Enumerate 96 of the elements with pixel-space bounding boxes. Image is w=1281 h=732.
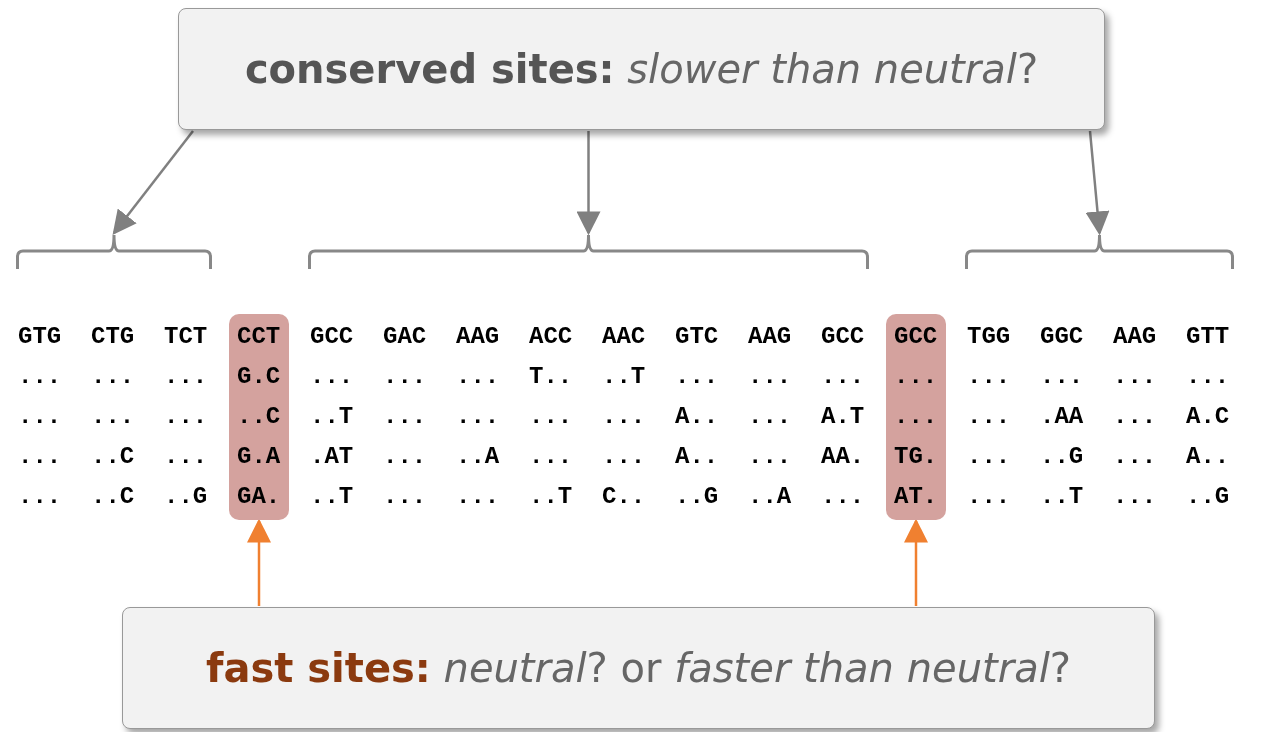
sequence-text: ... <box>602 443 646 471</box>
sequence-text: GTG <box>18 323 62 351</box>
sequence-text: AAG <box>456 323 500 351</box>
sequence-text: ... <box>456 483 500 511</box>
sequence-text: GTT <box>1186 323 1230 351</box>
arrow <box>1085 130 1110 236</box>
sequence-text: .AT <box>310 443 354 471</box>
sequence-text: ..C <box>91 443 135 471</box>
sequence-text: ... <box>602 403 646 431</box>
sequence-text: ... <box>967 483 1011 511</box>
sequence-text: A.. <box>1186 443 1230 471</box>
sequence-text: ... <box>675 363 719 391</box>
sequence-text: C.. <box>602 483 646 511</box>
sequence-text: ... <box>456 363 500 391</box>
sequence-text: ... <box>821 363 865 391</box>
sequence-text: ..A <box>456 443 500 471</box>
sequence-text: ... <box>1040 363 1084 391</box>
sequence-text: AA. <box>821 443 865 471</box>
sequence-text: ... <box>748 363 792 391</box>
sequence-text: AAG <box>1113 323 1157 351</box>
sequence-text: A.. <box>675 443 719 471</box>
sequence-text: CCT <box>237 323 281 351</box>
sequence-text: GGC <box>1040 323 1084 351</box>
sequence-text: A.. <box>675 403 719 431</box>
sequence-text: ... <box>1113 403 1157 431</box>
sequence-text: AAC <box>602 323 646 351</box>
arrow <box>112 130 194 235</box>
sequence-text: ... <box>18 483 62 511</box>
highlight-column <box>229 314 289 520</box>
sequence-text: ... <box>164 443 208 471</box>
sequence-text: ... <box>894 363 938 391</box>
sequence-text: ..T <box>310 483 354 511</box>
sequence-text: ... <box>383 443 427 471</box>
sequence-text: ... <box>383 363 427 391</box>
sequence-text: ... <box>91 363 135 391</box>
sequence-text: ..T <box>529 483 573 511</box>
sequence-text: ..T <box>1040 483 1084 511</box>
sequence-text: ... <box>164 403 208 431</box>
sequence-text: ..T <box>310 403 354 431</box>
arrow <box>904 518 928 606</box>
sequence-text: ... <box>164 363 208 391</box>
sequence-text: G.C <box>237 363 281 391</box>
sequence-text: ... <box>967 363 1011 391</box>
sequence-text: .AA <box>1040 403 1084 431</box>
arrow <box>247 518 271 606</box>
sequence-text: ... <box>529 443 573 471</box>
sequence-text: GAC <box>383 323 427 351</box>
sequence-text: ..G <box>675 483 719 511</box>
sequence-text: ..T <box>602 363 646 391</box>
sequence-text: ... <box>748 443 792 471</box>
sequence-text: AT. <box>894 483 938 511</box>
sequence-text: ... <box>91 403 135 431</box>
sequence-text: A.T <box>821 403 865 431</box>
sequence-text: ... <box>1113 363 1157 391</box>
sequence-text: ..G <box>164 483 208 511</box>
sequence-text: GCC <box>821 323 865 351</box>
sequence-text: ..C <box>237 403 281 431</box>
sequence-text: ... <box>456 403 500 431</box>
sequence-text: ... <box>748 403 792 431</box>
sequence-text: TGG <box>967 323 1011 351</box>
sequence-text: ... <box>383 483 427 511</box>
sequence-text: T.. <box>529 363 573 391</box>
sequence-text: GA. <box>237 483 281 511</box>
sequence-text: TCT <box>164 323 208 351</box>
sequence-text: A.C <box>1186 403 1230 431</box>
callout-text: conserved sites: slower than neutral? <box>244 46 1039 92</box>
sequence-text: AAG <box>748 323 792 351</box>
sequence-text: ... <box>1113 443 1157 471</box>
sequence-text: ..A <box>748 483 792 511</box>
sequence-text: ... <box>967 443 1011 471</box>
sequence-text: ... <box>310 363 354 391</box>
callout-box <box>122 607 1155 729</box>
sequence-text: ... <box>18 403 62 431</box>
sequence-text: ..C <box>91 483 135 511</box>
callout-box <box>178 8 1105 130</box>
sequence-text: G.A <box>237 443 281 471</box>
sequence-text: ... <box>383 403 427 431</box>
sequence-text: ... <box>18 363 62 391</box>
sequence-text: ..G <box>1186 483 1230 511</box>
sequence-text: CTG <box>91 323 135 351</box>
sequence-text: ... <box>529 403 573 431</box>
highlight-column <box>886 314 946 520</box>
sequence-text: ... <box>18 443 62 471</box>
sequence-text: ... <box>894 403 938 431</box>
sequence-text: ACC <box>529 323 573 351</box>
sequence-text: ... <box>821 483 865 511</box>
sequence-text: ... <box>1113 483 1157 511</box>
sequence-text: ..G <box>1040 443 1084 471</box>
callout-text: fast sites: neutral? or faster than neutral? <box>206 645 1071 691</box>
sequence-text: TG. <box>894 443 938 471</box>
sequence-text: ... <box>1186 363 1230 391</box>
sequence-text: GTC <box>675 323 719 351</box>
sequence-text: GCC <box>894 323 938 351</box>
sequence-text: GCC <box>310 323 354 351</box>
sequence-text: ... <box>967 403 1011 431</box>
arrow <box>576 131 601 236</box>
